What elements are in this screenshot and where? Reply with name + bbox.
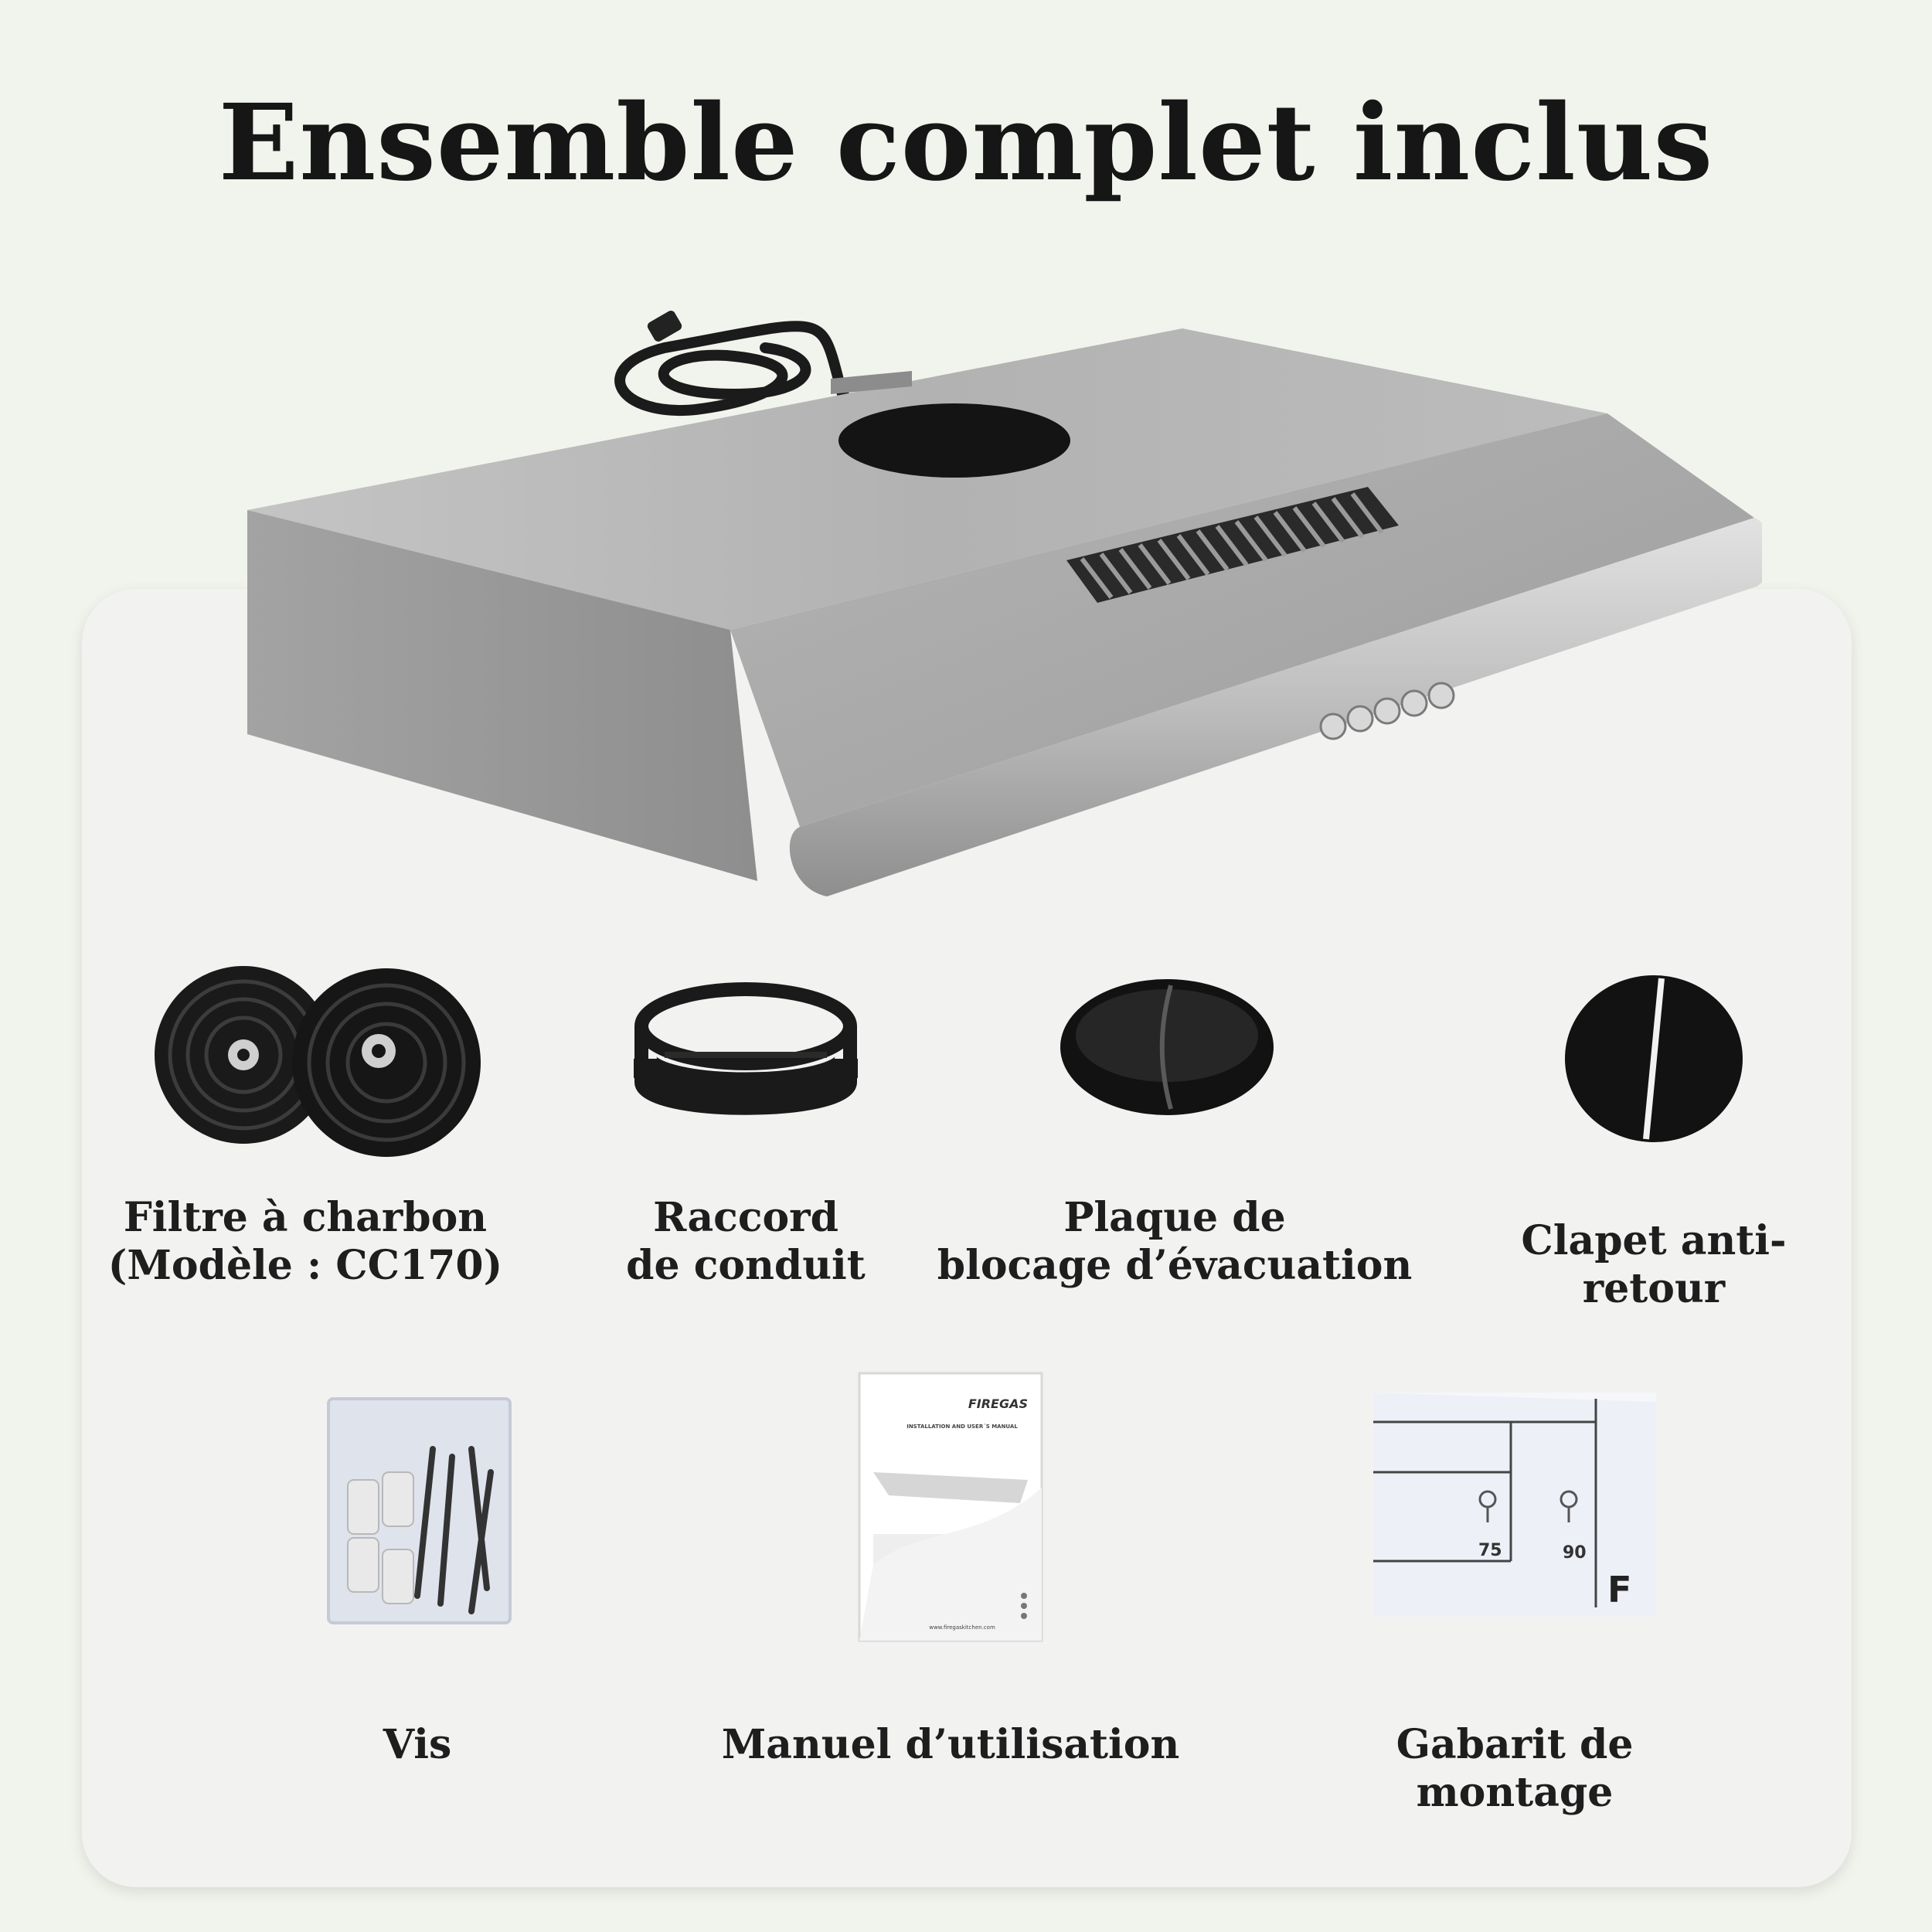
duct-connector-label-line-2: de conduit [626, 1242, 866, 1289]
exhaust-block-plate-label-line-2: blocage d’évacuation [937, 1242, 1413, 1289]
exhaust-block-plate-label: Plaque de blocage d’évacuation [927, 1194, 1422, 1290]
mounting-template-image [1373, 1393, 1656, 1617]
mounting-template-label: Gabarit de montage [1298, 1721, 1731, 1817]
manual-subtitle: INSTALLATION AND USER´S MANUAL [906, 1423, 1018, 1430]
charcoal-filter-image [155, 966, 481, 1157]
manual-brand: FIREGAS [968, 1396, 1028, 1411]
manual-website: www.firegaskitchen.com [929, 1624, 995, 1631]
template-mark-90: 90 [1563, 1543, 1587, 1563]
duct-connector-image [634, 982, 858, 1115]
charcoal-filter-label-line-2: (Modèle : CC170) [107, 1242, 503, 1289]
charcoal-filter-label: Filtre à charbon (Modèle : CC170) [100, 1194, 510, 1290]
template-mark-75: 75 [1478, 1541, 1502, 1560]
user-manual-image [858, 1372, 1043, 1642]
exhaust-block-plate-image [1060, 979, 1274, 1115]
charcoal-filter-label-line-1: Filtre à charbon [123, 1194, 488, 1241]
user-manual-label: Manuel d’utilisation [719, 1721, 1182, 1769]
screws-label: Vis [301, 1721, 533, 1769]
template-letter: F [1607, 1569, 1632, 1611]
user-manual-label-line-1: Manuel d’utilisation [721, 1721, 1180, 1768]
duct-connector-label: Raccord de conduit [587, 1194, 904, 1290]
exhaust-block-plate-label-line-1: Plaque de [1063, 1194, 1286, 1241]
page-title: Ensemble complet inclus [218, 81, 1714, 205]
mounting-template-label-line-1: Gabarit de montage [1396, 1721, 1634, 1816]
check-valve-label: Clapet anti-retour [1453, 1217, 1855, 1313]
screws-bag-image [327, 1397, 512, 1624]
range-hood-image [247, 311, 1762, 896]
screws-label-line-1: Vis [383, 1721, 452, 1768]
check-valve-label-line-1: Clapet anti-retour [1521, 1217, 1787, 1312]
check-valve-image [1565, 975, 1743, 1142]
duct-connector-label-line-1: Raccord [653, 1194, 838, 1241]
